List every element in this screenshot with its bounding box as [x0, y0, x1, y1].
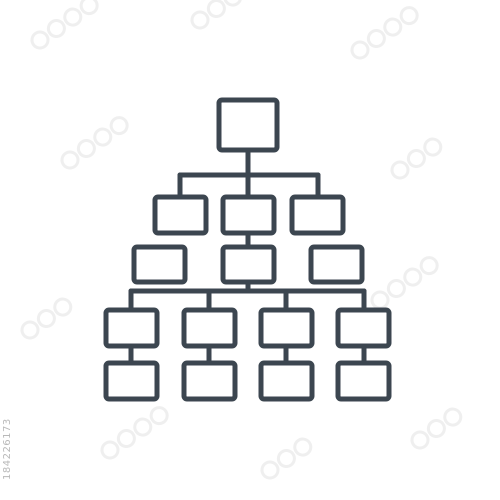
- level-3-node-box: [131, 244, 188, 285]
- root-node-box: [216, 97, 280, 153]
- level-5-node-box: [258, 360, 315, 402]
- level-4-node-box: [258, 307, 315, 349]
- level-4-node-box: [335, 307, 392, 349]
- connector-lines: [128, 147, 367, 366]
- level-3-node-box: [308, 244, 365, 285]
- level-2-node-box: [152, 194, 209, 236]
- level-5-node-box: [335, 360, 392, 402]
- level-4-node-box: [103, 307, 160, 349]
- level-5-node-box: [103, 360, 160, 402]
- level-4-node-box: [181, 307, 238, 349]
- level-2-node-box: [220, 194, 277, 236]
- level-3-node-box: [220, 244, 277, 285]
- level-5-node-box: [181, 360, 238, 402]
- stock-id-label: 184226173: [2, 418, 13, 480]
- level-2-node-box: [289, 194, 346, 236]
